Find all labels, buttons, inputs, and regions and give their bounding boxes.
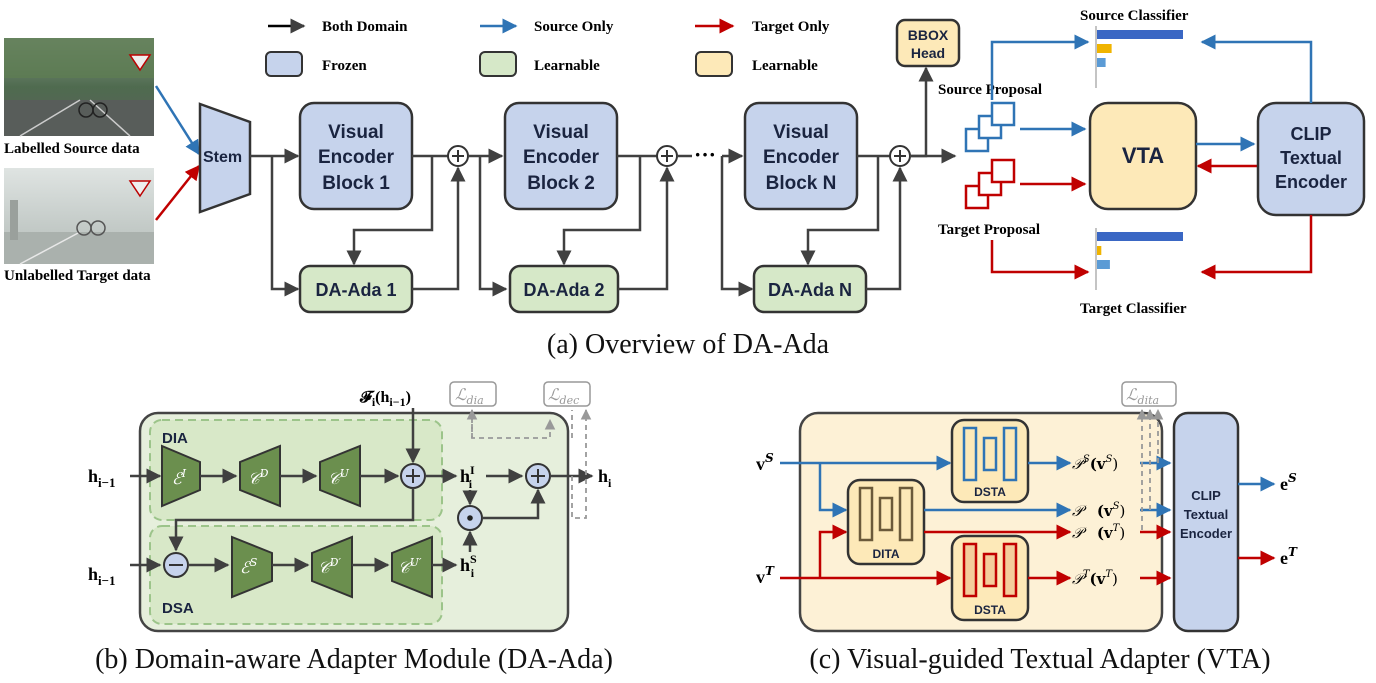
legend-frozen-swatch xyxy=(265,51,303,77)
source-classifier-label: Source Classifier xyxy=(1080,8,1189,24)
classifier-bar xyxy=(1097,260,1110,269)
source-proposal-boxes xyxy=(964,101,1016,153)
source-image xyxy=(4,38,154,137)
legend-both-domain: Both Domain xyxy=(322,19,408,35)
p-target-label: 𝒫T(vT) xyxy=(1072,569,1118,588)
classifier-bar xyxy=(1097,58,1106,67)
da-ada-1-label: DA-Ada 1 xyxy=(315,280,396,300)
block1-line2: Encoder xyxy=(318,147,395,168)
source-input-arrow xyxy=(154,85,201,156)
legend-source-only: Source Only xyxy=(534,19,614,35)
da-ada-2-label: DA-Ada 2 xyxy=(523,280,604,300)
loss-dec-box xyxy=(543,381,591,407)
classifier-bar xyxy=(1097,246,1102,255)
encoder-i-trapezoid xyxy=(161,444,201,508)
source-proposal-label: Source Proposal xyxy=(938,82,1042,98)
loss-dec-label: ℒdec xyxy=(548,385,579,407)
caption-c: (c) Visual-guided Textual Adapter (VTA) xyxy=(809,644,1270,675)
legend-frozen: Frozen xyxy=(322,58,367,74)
encoder-s-trapezoid xyxy=(231,535,273,599)
classifier-bar xyxy=(1097,30,1183,39)
clip-line1: CLIP xyxy=(1290,124,1331,144)
legend-learnable-green-swatch xyxy=(479,51,517,77)
legend: Both Domain Source Only Target Only Froz… xyxy=(265,18,830,77)
stem-block xyxy=(198,102,252,214)
target-classifier-label: Target Classifier xyxy=(1080,301,1187,317)
cu-trapezoid xyxy=(319,444,361,508)
cd-trapezoid xyxy=(239,444,281,508)
legend-learnable-yellow: Learnable xyxy=(752,58,818,74)
unlabelled-target-label: Unlabelled Target data xyxy=(4,268,151,284)
encoder-i-label: ℰI xyxy=(172,467,187,488)
clip-line2: Textual xyxy=(1280,148,1342,168)
source-classifier-bars xyxy=(1097,30,1183,67)
ellipsis: ··· xyxy=(694,142,716,167)
loss-dia-box xyxy=(449,381,497,407)
clip-textual-encoder-c xyxy=(1172,411,1240,633)
module-b-panel: DIA DSA hi−1 hi−1 ℰI 𝒞D 𝒞U 𝓕i(hi−1) ℒdia… xyxy=(88,381,613,675)
target-proposal-boxes xyxy=(964,158,1016,210)
legend-learnable-yellow-swatch xyxy=(695,51,733,77)
block2-line1: Visual xyxy=(533,122,589,143)
input-h-bottom: hi−1 xyxy=(88,564,116,588)
cu-prime-trapezoid xyxy=(391,535,433,599)
legend-target-only: Target Only xyxy=(752,19,830,35)
clip-c-line3: Encoder xyxy=(1180,526,1232,541)
overview-panel: Labelled Source data Unlabelled Target d… xyxy=(4,8,1366,360)
blockn-line1: Visual xyxy=(773,122,829,143)
blockn-line3: Block N xyxy=(766,173,837,194)
legend-learnable-green: Learnable xyxy=(534,58,600,74)
classifier-bar xyxy=(1097,44,1112,53)
input-vt: vT xyxy=(756,564,775,587)
dita-block xyxy=(846,478,926,566)
stem-label: Stem xyxy=(203,149,242,166)
caption-b: (b) Domain-aware Adapter Module (DA-Ada) xyxy=(95,644,613,675)
loss-dita-label: ℒdita xyxy=(1126,385,1159,407)
module-c-panel: vS vT DITA DSTA xyxy=(756,381,1298,675)
dita-label: DITA xyxy=(872,547,899,561)
input-vs: vS xyxy=(756,451,774,474)
target-image xyxy=(4,168,154,265)
bbox-head xyxy=(895,18,961,68)
loss-dia-label: ℒdia xyxy=(455,385,484,407)
classifier-bar xyxy=(1097,232,1183,241)
f-i-label: 𝓕i(hi−1) xyxy=(359,389,411,409)
clip-line3: Encoder xyxy=(1275,172,1347,192)
target-proposal-label: Target Proposal xyxy=(938,222,1040,238)
vta-block xyxy=(1088,101,1198,211)
clip-c-line2: Textual xyxy=(1184,507,1229,522)
target-input-arrow xyxy=(155,164,200,221)
module-c-container xyxy=(798,411,1164,633)
dsta-top-block xyxy=(950,418,1030,504)
dsa-label: DSA xyxy=(162,600,194,617)
da-ada-n-label: DA-Ada N xyxy=(768,280,852,300)
input-h-top: hi−1 xyxy=(88,466,116,490)
block1-line3: Block 1 xyxy=(322,173,390,194)
encoder-s-label: ℰS xyxy=(240,556,258,577)
output-et: eT xyxy=(1280,545,1298,568)
block2-line3: Block 2 xyxy=(527,173,595,194)
output-h-i: hi xyxy=(598,466,612,490)
block1-line1: Visual xyxy=(328,122,384,143)
block2-line2: Encoder xyxy=(523,147,600,168)
bbox-head-line1: BBOX xyxy=(908,27,949,43)
dsta-bottom-label: DSTA xyxy=(974,603,1006,617)
clip-c-line1: CLIP xyxy=(1191,488,1221,503)
dsa-region xyxy=(149,525,443,625)
target-classifier-bars xyxy=(1097,232,1183,269)
blockn-line2: Encoder xyxy=(763,147,840,168)
output-es: eS xyxy=(1280,471,1297,494)
labelled-source-label: Labelled Source data xyxy=(4,141,140,157)
dsta-top-label: DSTA xyxy=(974,485,1006,499)
cd-prime-trapezoid xyxy=(311,535,353,599)
loss-dita-box xyxy=(1121,381,1177,407)
dia-label: DIA xyxy=(162,430,188,447)
bbox-head-line2: Head xyxy=(911,45,945,61)
vta-label: VTA xyxy=(1122,143,1164,168)
caption-a: (a) Overview of DA-Ada xyxy=(547,329,830,360)
